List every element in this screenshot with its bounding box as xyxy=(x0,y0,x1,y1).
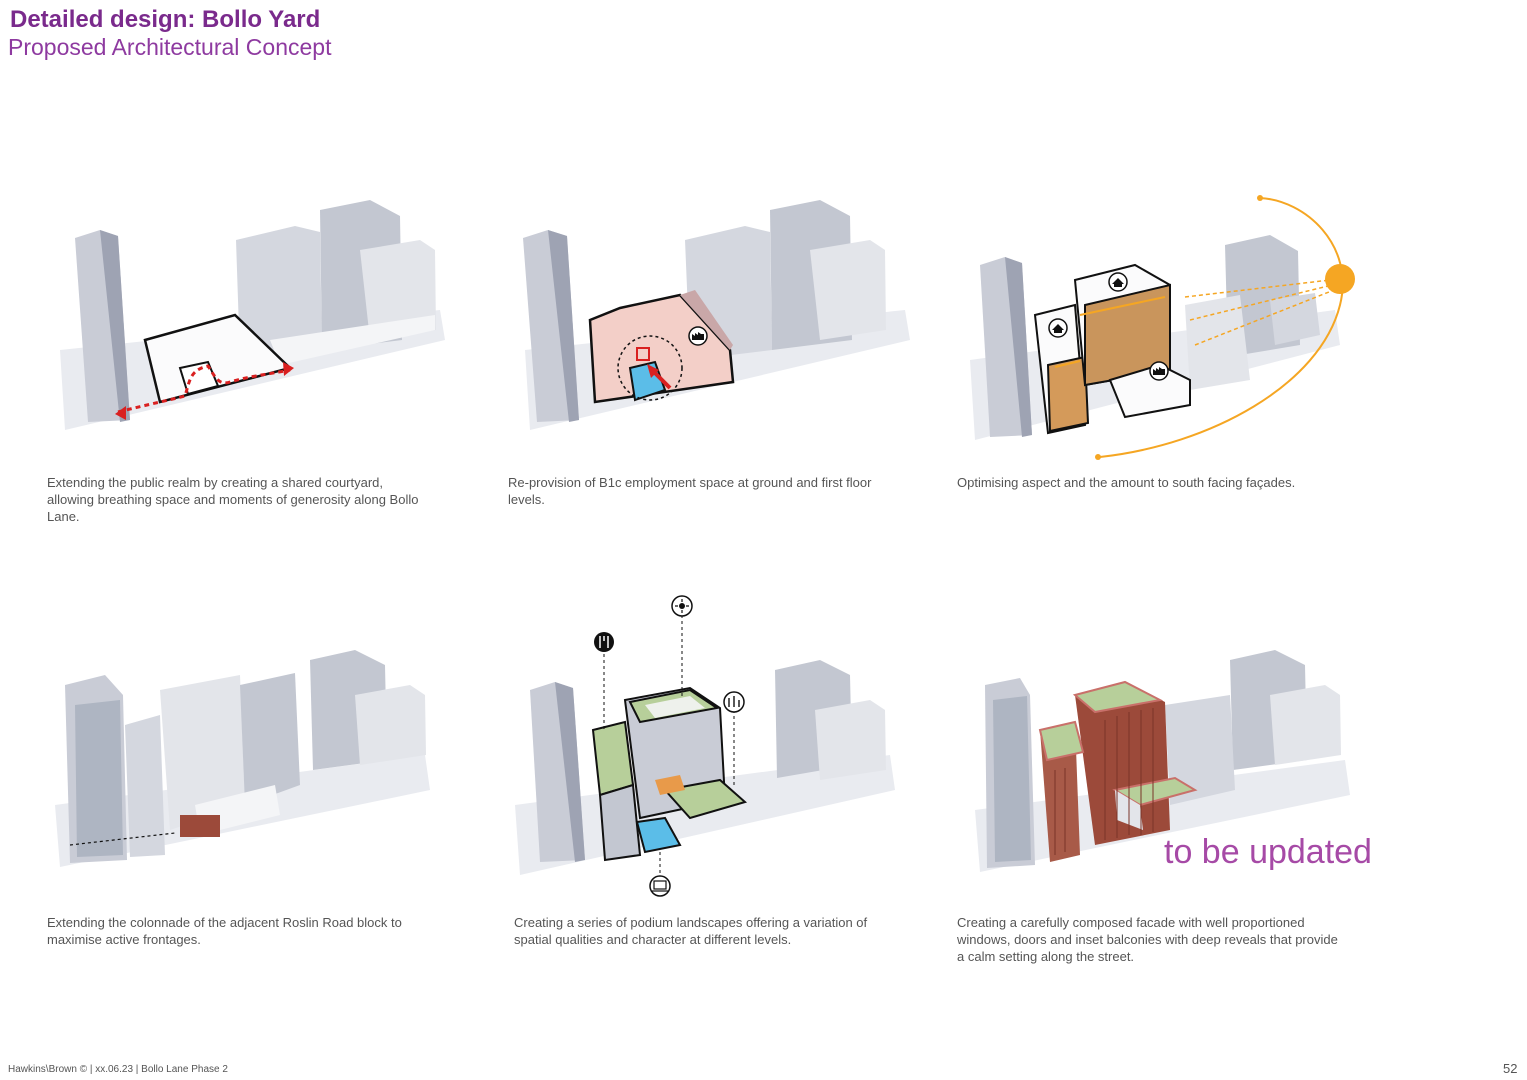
caption-shared-courtyard: Extending the public realm by creating a… xyxy=(47,475,419,524)
diagram-south-facades xyxy=(960,185,1360,465)
caption-colonnade: Extending the colonnade of the adjacent … xyxy=(47,915,402,947)
home-icon xyxy=(1048,318,1068,338)
diagram-colonnade xyxy=(45,635,445,875)
home-icon xyxy=(1108,272,1128,292)
fitness-icon xyxy=(723,691,745,713)
caption-podium-landscapes: Creating a series of podium landscapes o… xyxy=(514,915,868,947)
page-number: 52 xyxy=(1503,1061,1518,1076)
caption-facade: Creating a carefully composed facade wit… xyxy=(957,915,1338,964)
diagram-shared-courtyard xyxy=(40,190,450,450)
factory-icon xyxy=(688,326,708,346)
caption-south-facades: Optimising aspect and the amount to sout… xyxy=(957,475,1296,490)
factory-icon xyxy=(1149,361,1169,381)
diagram-employment-space xyxy=(505,190,915,450)
page-title: Detailed design: Bollo Yard xyxy=(10,6,321,33)
laptop-icon xyxy=(649,875,671,897)
sun-icon xyxy=(671,595,693,617)
restaurant-icon xyxy=(594,632,614,652)
to-be-updated-label: to be updated xyxy=(1164,833,1372,871)
caption-employment-space: Re-provision of B1c employment space at … xyxy=(508,475,872,507)
diagram-podium-landscapes xyxy=(505,590,905,900)
footer-credit: Hawkins\Brown © | xx.06.23 | Bollo Lane … xyxy=(8,1064,228,1075)
diagram-facade xyxy=(965,640,1365,880)
page-subtitle: Proposed Architectural Concept xyxy=(8,34,332,60)
